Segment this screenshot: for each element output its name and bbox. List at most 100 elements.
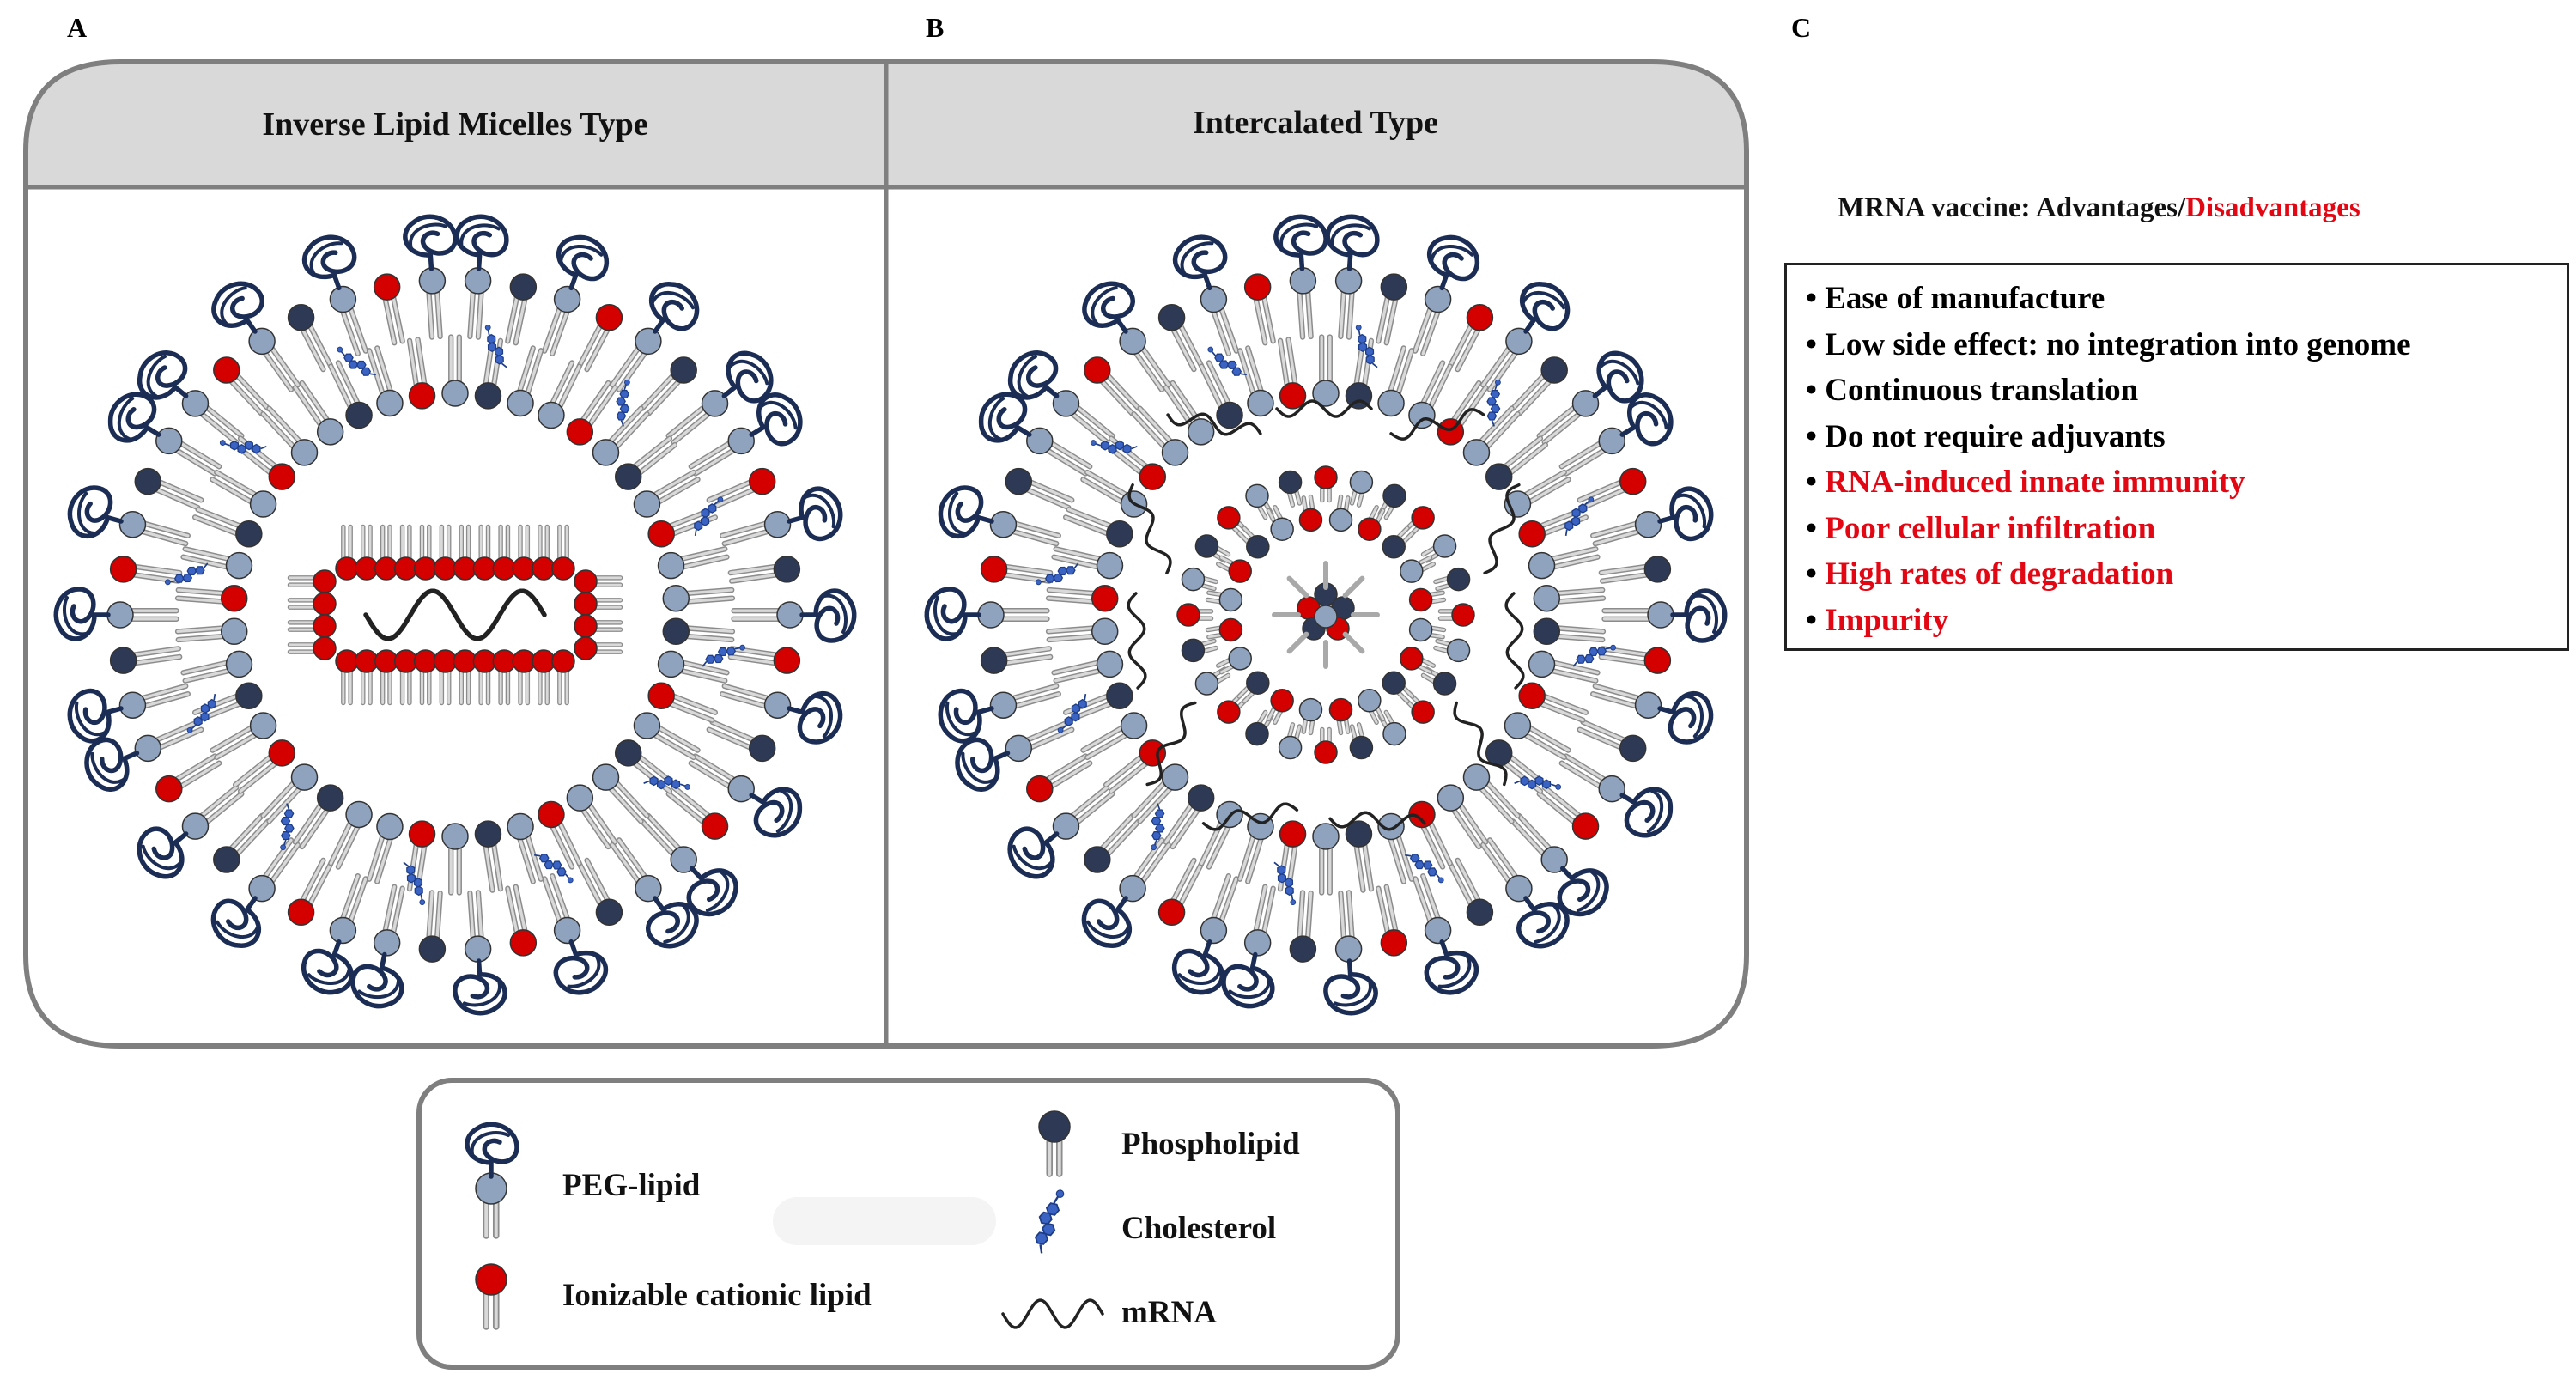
peg-lipid-head [538, 360, 582, 429]
mrna-strand [1389, 408, 1485, 441]
peg-lipid-head [541, 873, 581, 945]
peg-lipid-head [720, 683, 792, 719]
peg-lipid-head [633, 712, 701, 761]
ionizable-lipid [335, 649, 359, 706]
peg-lipid-head [1480, 837, 1533, 903]
peg-lipid-head [1504, 469, 1571, 518]
cholesterol [702, 644, 746, 667]
cholesterol [1151, 803, 1165, 851]
ionizable-lipid [492, 524, 517, 581]
ionizable-lipid [232, 739, 296, 794]
ionizable-lipid [1205, 617, 1243, 642]
mrna-strand [1504, 592, 1525, 690]
ionizable-lipid [413, 649, 438, 706]
peg-lipid-head [328, 800, 373, 870]
phospholipid [1349, 722, 1374, 760]
phospholipid [1376, 273, 1408, 346]
phospholipid [1181, 638, 1218, 663]
peg-chain [749, 787, 803, 838]
mrna-strand [1453, 701, 1508, 787]
peg-lipid-head [366, 345, 404, 417]
peg-lipid-head [1236, 345, 1274, 417]
peg-lipid-head [1312, 823, 1340, 896]
phospholipid [1038, 1110, 1071, 1177]
ionizable-lipid [155, 753, 222, 803]
ionizable-lipid [374, 649, 398, 706]
peg-chain [1619, 392, 1674, 447]
ionizable-lipid [706, 467, 776, 511]
peg-chain [648, 282, 700, 334]
advantage-item: • Continuous translation [1806, 373, 2139, 408]
peg-lipid-head [180, 650, 253, 684]
ionizable-lipid [538, 800, 582, 870]
ionizable-lipid [727, 646, 801, 674]
peg-chain [453, 958, 507, 1016]
peg-chain [978, 392, 1032, 443]
ionizable-lipid [413, 524, 438, 581]
phospholipid [1533, 617, 1607, 646]
phospholipid [505, 273, 538, 346]
panel-title-intercalated: Intercalated Type [1192, 105, 1439, 141]
ionizable-lipid [1408, 587, 1447, 612]
peg-lipid-head [989, 511, 1061, 547]
ionizable-lipid [174, 584, 248, 612]
advantage-item: • Do not require adjuvants [1806, 418, 2166, 454]
ionizable-lipid [1447, 303, 1494, 373]
heading-disadvantages: Disadvantages [2185, 192, 2360, 223]
mrna-strand [1127, 483, 1172, 575]
ionizable-lipid [1314, 726, 1338, 764]
peg-lipid-head [1200, 873, 1240, 945]
ionizable-lipid [433, 649, 458, 706]
ionizable-lipid [551, 524, 575, 581]
ionizable-lipid [472, 524, 497, 581]
peg-lipid-head [1433, 638, 1471, 663]
ionizable-lipid [1298, 494, 1323, 532]
cholesterol [219, 440, 267, 454]
peg-chain [1516, 896, 1570, 949]
peg-chain [1424, 939, 1479, 995]
mrna-strand [1166, 412, 1262, 436]
ionizable-lipid [373, 273, 405, 346]
cholesterol [403, 861, 426, 906]
ionizable-lipid [492, 649, 517, 706]
disadvantage-item: • Impurity [1806, 602, 1949, 638]
peg-chain [938, 485, 994, 539]
phospholipid [328, 360, 373, 429]
ionizable-lipid [1176, 603, 1214, 627]
peg-lipid-head [1358, 689, 1386, 726]
ionizable-lipid [406, 337, 436, 410]
peg-lipid-head [329, 873, 369, 945]
peg-lipid-head [1533, 584, 1607, 612]
cholesterol [1057, 693, 1087, 733]
cholesterol [1090, 440, 1138, 454]
ionizable-lipid [1084, 356, 1142, 417]
disadvantage-item: • High rates of degradation [1806, 556, 2174, 592]
peg-lipid-head [1528, 650, 1601, 684]
legend-phospholipid-icon [1038, 1110, 1071, 1177]
advantages-list: • Ease of manufacture • Low side effect:… [1787, 265, 2567, 643]
peg-lipid-head [174, 617, 248, 646]
ionizable-lipid [287, 592, 337, 616]
peg-chain [924, 587, 981, 641]
peg-chain [749, 392, 803, 447]
phospholipid [706, 719, 776, 763]
phospholipid [1157, 303, 1205, 373]
peg-lipid-head [566, 784, 618, 850]
ionizable-lipid [1217, 506, 1250, 539]
ionizable-lipid [1577, 467, 1647, 511]
peg-chain [553, 939, 609, 995]
peg-lipid-head [155, 427, 222, 477]
peg-lipid-head [507, 812, 544, 884]
ionizable-lipid [574, 614, 623, 638]
peg-lipid-head [541, 285, 581, 356]
phospholipid [1236, 526, 1270, 559]
peg-lipid-head [989, 683, 1061, 719]
core-lipid-tail [1342, 575, 1365, 599]
peg-lipid-head [1200, 285, 1240, 356]
ionizable-lipid [374, 524, 398, 581]
cholesterol [484, 324, 507, 368]
ionizable-lipid [433, 524, 458, 581]
peg-lipid-head [1504, 712, 1571, 761]
cholesterol [164, 562, 209, 586]
cholesterol [616, 379, 630, 427]
